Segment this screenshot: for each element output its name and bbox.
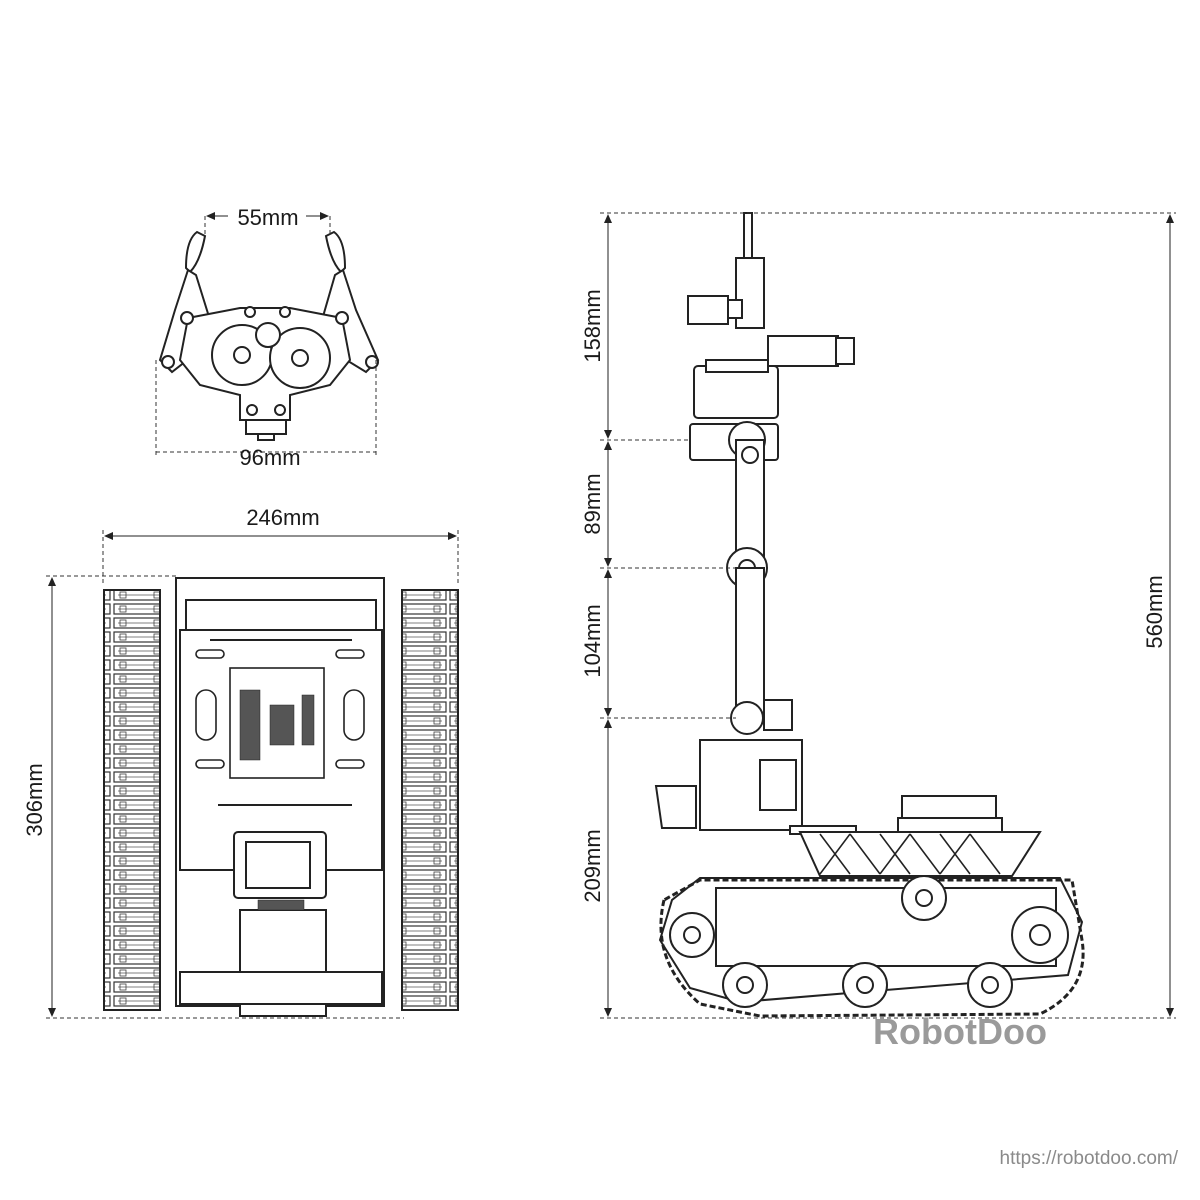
seg-lower-label: 104mm — [580, 604, 605, 677]
gripper-top-width-label: 55mm — [237, 205, 298, 230]
top-view-dimension-lines — [46, 530, 459, 1019]
seg-upper-label: 89mm — [580, 473, 605, 534]
seg-base-label: 209mm — [580, 829, 605, 902]
side-view-drawing — [654, 212, 1084, 1004]
gripper-drawing — [158, 230, 380, 441]
side-dimension-lines — [600, 212, 1176, 1019]
side-wheels — [669, 875, 1069, 1008]
right-track — [401, 589, 459, 1011]
brand-url: https://robotdoo.com/ — [1000, 1148, 1179, 1169]
top-length-label: 306mm — [22, 763, 47, 836]
total-height-label: 560mm — [1142, 575, 1167, 648]
gripper-bottom-width-label: 96mm — [239, 445, 300, 470]
side-track — [659, 878, 1085, 1018]
top-view-drawing — [103, 577, 459, 1017]
side-truss — [819, 833, 1001, 875]
left-track — [103, 589, 161, 1011]
top-width-label: 246mm — [246, 505, 319, 530]
gripper-dimension-lines — [155, 216, 377, 456]
brand-logo: RobotDoo — [873, 1011, 1047, 1052]
seg-top-label: 158mm — [580, 289, 605, 362]
